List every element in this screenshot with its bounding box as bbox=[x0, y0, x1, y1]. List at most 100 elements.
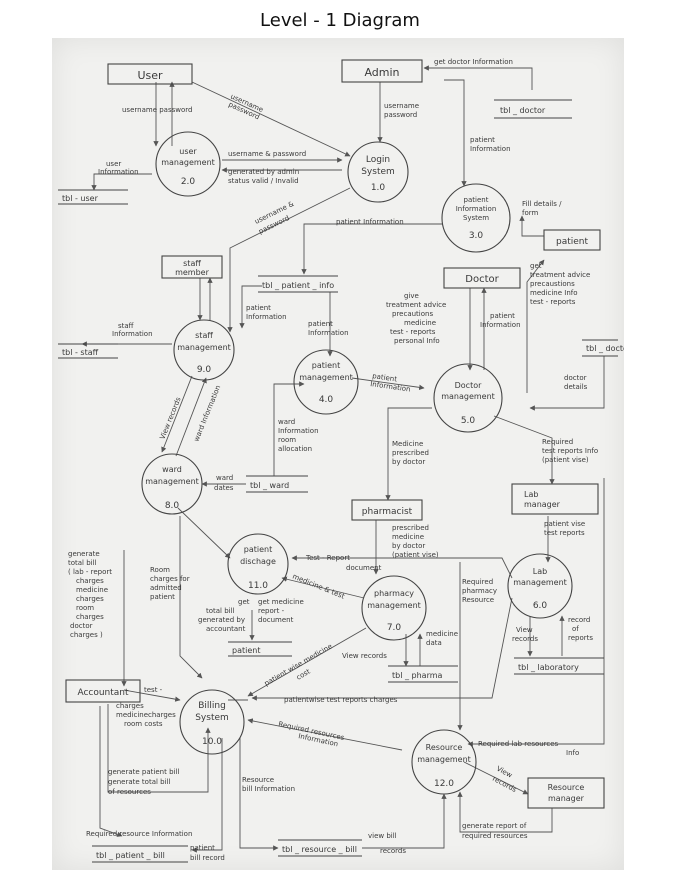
flow-wardmgmt-to-staffmgmt bbox=[175, 377, 207, 457]
label-give-treatment-6: personal Info bbox=[394, 337, 440, 345]
process-staff-management: staff management 9.0 bbox=[173, 319, 235, 381]
label-patient-info-e-2: Information bbox=[480, 321, 521, 329]
label-generated-by-admin-2: generated by admin bbox=[228, 168, 299, 176]
process-patient-discharge: patient dischage 11.0 bbox=[227, 533, 289, 595]
label-get-total-bill-1: get bbox=[238, 598, 250, 606]
flow-accountant-to-tblpatientbill bbox=[99, 706, 123, 837]
label-admin-password: password bbox=[384, 111, 417, 119]
flow-lab-to-billing bbox=[251, 597, 513, 701]
label-record-of-reports-2: of bbox=[572, 625, 579, 633]
entity-user-label: User bbox=[137, 69, 163, 82]
store-tbl-staff-label: tbl - staff bbox=[62, 348, 99, 357]
data-stores: tbl - user tbl _ doctor tbl - staff tbl … bbox=[58, 99, 624, 863]
label-get-medicine-report-2: report - bbox=[258, 607, 285, 615]
flow-patientmgmt-to-doctormgmt bbox=[351, 377, 425, 391]
entity-admin: Admin bbox=[341, 59, 423, 83]
entity-lab-manager: Lab manager bbox=[511, 483, 599, 515]
process-doctor-management-name-1: Doctor bbox=[455, 381, 482, 390]
label-room-charges-3: admitted bbox=[150, 584, 182, 592]
store-tbl-laboratory: tbl _ laboratory bbox=[514, 657, 604, 675]
entity-resource-manager-label-2: manager bbox=[548, 794, 585, 803]
label-user-info-1: user bbox=[106, 160, 121, 168]
label-get-treatment-3: precaustions bbox=[530, 280, 575, 288]
label-patient-vise-tests-2: test reports bbox=[544, 529, 585, 537]
label-gen-total-bill-6: charges bbox=[76, 595, 104, 603]
entity-pharmacist-label: pharmacist bbox=[362, 507, 413, 517]
flow-tblresourcebill-to-resourcemgmt bbox=[362, 793, 447, 849]
entity-lab-manager-label-2: manager bbox=[524, 500, 561, 509]
label-view-records-d-2: records bbox=[491, 775, 518, 794]
process-login-system-number: 1.0 bbox=[371, 183, 386, 193]
label-patientwise-test-charges: patientwise test reports charges bbox=[284, 696, 398, 704]
entity-lab-manager-label-1: Lab bbox=[524, 490, 538, 499]
label-patient-bill-record-2: bill record bbox=[190, 854, 225, 862]
process-patient-management-name-1: patient bbox=[312, 361, 340, 370]
label-ward-room-1: ward bbox=[278, 418, 295, 426]
label-prescribed-medicine-3: by doctor bbox=[392, 542, 425, 550]
label-required-lab-resources-2: Info bbox=[566, 749, 579, 757]
label-medicine-and-test: medicine & test bbox=[291, 572, 346, 600]
external-entities: User Admin staff member Doctor patient p… bbox=[65, 59, 605, 809]
store-tbl-staff: tbl - staff bbox=[58, 343, 118, 359]
label-gen-total-bill-9: doctor bbox=[70, 622, 93, 630]
store-tbl-ward-label: tbl _ ward bbox=[250, 481, 289, 490]
label-gen-total-bill-1: generate bbox=[68, 550, 100, 558]
flow-doctormgmt-to-pharmacist bbox=[385, 407, 432, 501]
label-resource-bill-info-2: bill Information bbox=[242, 785, 295, 793]
process-lab-management: Lab management 6.0 bbox=[507, 553, 573, 619]
label-room-charges-4: patient bbox=[150, 593, 175, 601]
label-fill-details-1: Fill details / bbox=[522, 200, 562, 208]
label-gen-total-bill-3: ( lab - report bbox=[68, 568, 112, 576]
store-tbl-ward: tbl _ ward bbox=[246, 475, 308, 493]
label-required-test-1: Required bbox=[542, 438, 573, 446]
process-pis-name-2: Information bbox=[456, 205, 497, 213]
store-tbl-doctor-top: tbl _ doctor bbox=[494, 99, 572, 119]
process-resource-management: Resource management 12.0 bbox=[411, 729, 477, 795]
process-staff-management-name-2: management bbox=[177, 343, 231, 352]
label-ward-room-3: room bbox=[278, 436, 296, 444]
label-view-records-c: View records bbox=[342, 652, 387, 660]
process-ward-management-number: 8.0 bbox=[165, 501, 180, 511]
process-patient-discharge-name-2: dischage bbox=[240, 557, 276, 566]
label-patient-info-e-1: patient bbox=[490, 312, 515, 320]
process-login-system-name-2: System bbox=[361, 167, 395, 177]
entity-resource-manager: Resource manager bbox=[527, 777, 605, 809]
label-gen-total-bill-7: room bbox=[76, 604, 94, 612]
entity-patient: patient bbox=[543, 229, 601, 251]
process-patient-discharge-name-1: patient bbox=[244, 545, 272, 554]
flow-accountant-to-billing bbox=[123, 689, 181, 702]
store-tbl-user-label: tbl - user bbox=[62, 194, 99, 203]
store-tbl-resource-bill: tbl _ resource _ bill bbox=[278, 839, 362, 857]
label-generated-by-admin-1: username & password bbox=[228, 150, 306, 158]
entity-staff-member-label-2: member bbox=[175, 268, 210, 277]
flow-patient-to-pis bbox=[519, 215, 544, 237]
store-tbl-user: tbl - user bbox=[58, 189, 128, 205]
process-billing-system-number: 10.0 bbox=[202, 737, 222, 747]
store-tbl-pharma: tbl _ pharma bbox=[388, 665, 458, 683]
process-doctor-management: Doctor management 5.0 bbox=[433, 363, 503, 433]
process-pharmacy-management-number: 7.0 bbox=[387, 623, 402, 633]
process-billing-system-name-2: System bbox=[195, 713, 229, 723]
label-gen-total-bill-4: charges bbox=[76, 577, 104, 585]
store-patient-label: patient bbox=[232, 646, 260, 655]
process-lab-management-name-2: management bbox=[513, 578, 567, 587]
label-get-doctor-info: get doctor Information bbox=[434, 58, 513, 66]
label-admin-username: username bbox=[384, 102, 419, 110]
label-staff-info-1: staff bbox=[118, 322, 134, 330]
process-billing-system: Billing System 10.0 bbox=[179, 689, 245, 755]
store-tbl-patient-info-label: tbl _ patient _ info bbox=[262, 281, 334, 290]
entity-pharmacist: pharmacist bbox=[351, 499, 423, 521]
label-get-treatment-5: test - reports bbox=[530, 298, 576, 306]
label-gen-total-bill-2: total bill bbox=[68, 559, 97, 567]
label-user-info-2: Information bbox=[98, 168, 139, 176]
flow-billing-to-accountant bbox=[107, 704, 211, 793]
entity-staff-member: staff member bbox=[161, 255, 223, 279]
process-billing-system-name-1: Billing bbox=[198, 701, 226, 711]
process-patient-information-system: patient Information System 3.0 bbox=[441, 183, 511, 253]
process-pharmacy-management: pharmacy management 7.0 bbox=[361, 575, 427, 641]
flow-billing-to-tblresourcebill bbox=[239, 738, 279, 851]
flow-resource-to-billing bbox=[247, 718, 403, 751]
label-get-total-bill-3: generated by bbox=[198, 616, 245, 624]
label-room-charges-1: Room bbox=[150, 566, 170, 574]
label-prescribed-medicine-1: prescribed bbox=[392, 524, 429, 532]
